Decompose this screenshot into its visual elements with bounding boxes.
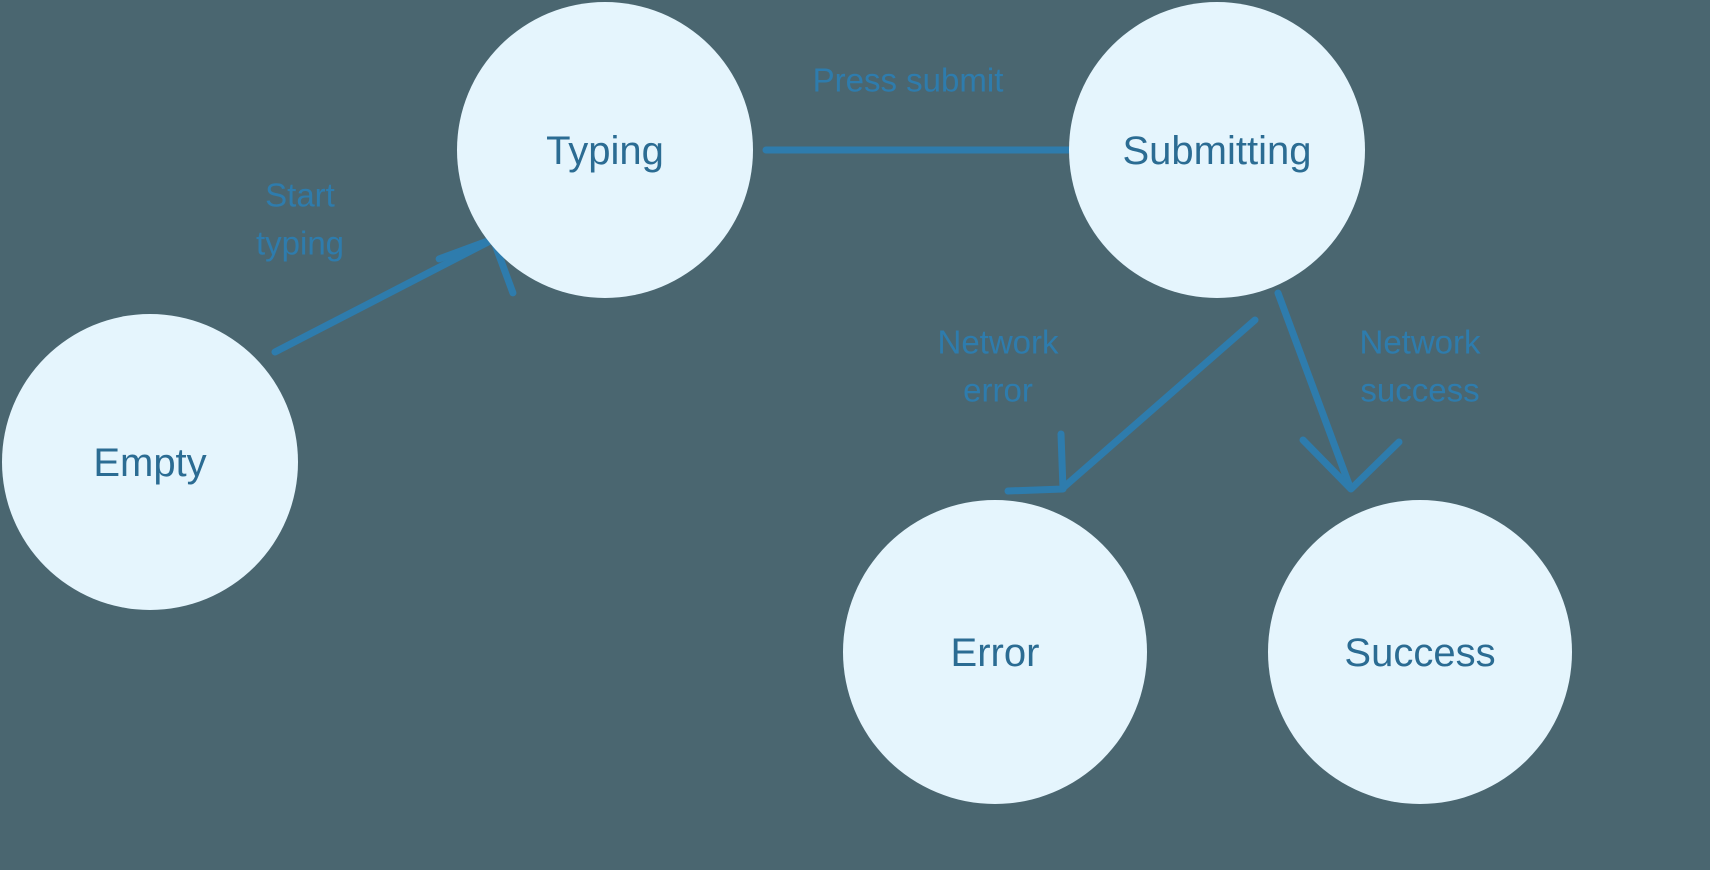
node-label-error: Error — [951, 631, 1040, 675]
node-circle[interactable] — [457, 2, 753, 298]
node-error[interactable]: Error — [843, 500, 1147, 804]
edge-label-start-typing: Start typing — [256, 177, 344, 262]
arrowhead-icon — [1299, 436, 1403, 493]
node-label-submitting: Submitting — [1123, 129, 1312, 173]
edge-label-line: Network — [1359, 324, 1481, 361]
edge-label-line: success — [1360, 372, 1479, 409]
node-label-success: Success — [1344, 631, 1495, 675]
node-label-typing: Typing — [546, 129, 664, 173]
node-success[interactable]: Success — [1268, 500, 1572, 804]
edge-label-line: Press submit — [813, 62, 1004, 99]
edge-label-press-submit: Press submit — [813, 62, 1004, 99]
edge-label-line: Network — [937, 324, 1059, 361]
node-circle[interactable] — [1069, 2, 1365, 298]
edge-line — [271, 236, 496, 356]
node-typing[interactable]: Typing — [457, 2, 753, 298]
edge-label-network-error: Network error — [937, 324, 1059, 409]
edge-submitting-to-error — [1004, 316, 1259, 495]
node-circle[interactable] — [2, 314, 298, 610]
node-circle[interactable] — [1268, 500, 1572, 804]
edge-submitting-to-success — [1274, 289, 1403, 493]
edge-label-line: error — [963, 372, 1033, 409]
edge-line — [1060, 316, 1259, 491]
node-submitting[interactable]: Submitting — [1069, 2, 1365, 298]
node-empty[interactable]: Empty — [2, 314, 298, 610]
edge-line — [1274, 289, 1354, 491]
node-circle[interactable] — [843, 500, 1147, 804]
edge-label-line: Start — [265, 177, 335, 214]
edge-label-network-success: Network success — [1359, 324, 1481, 409]
arrowhead-icon — [1004, 430, 1067, 495]
edge-label-line: typing — [256, 225, 344, 262]
node-label-empty: Empty — [93, 441, 206, 485]
